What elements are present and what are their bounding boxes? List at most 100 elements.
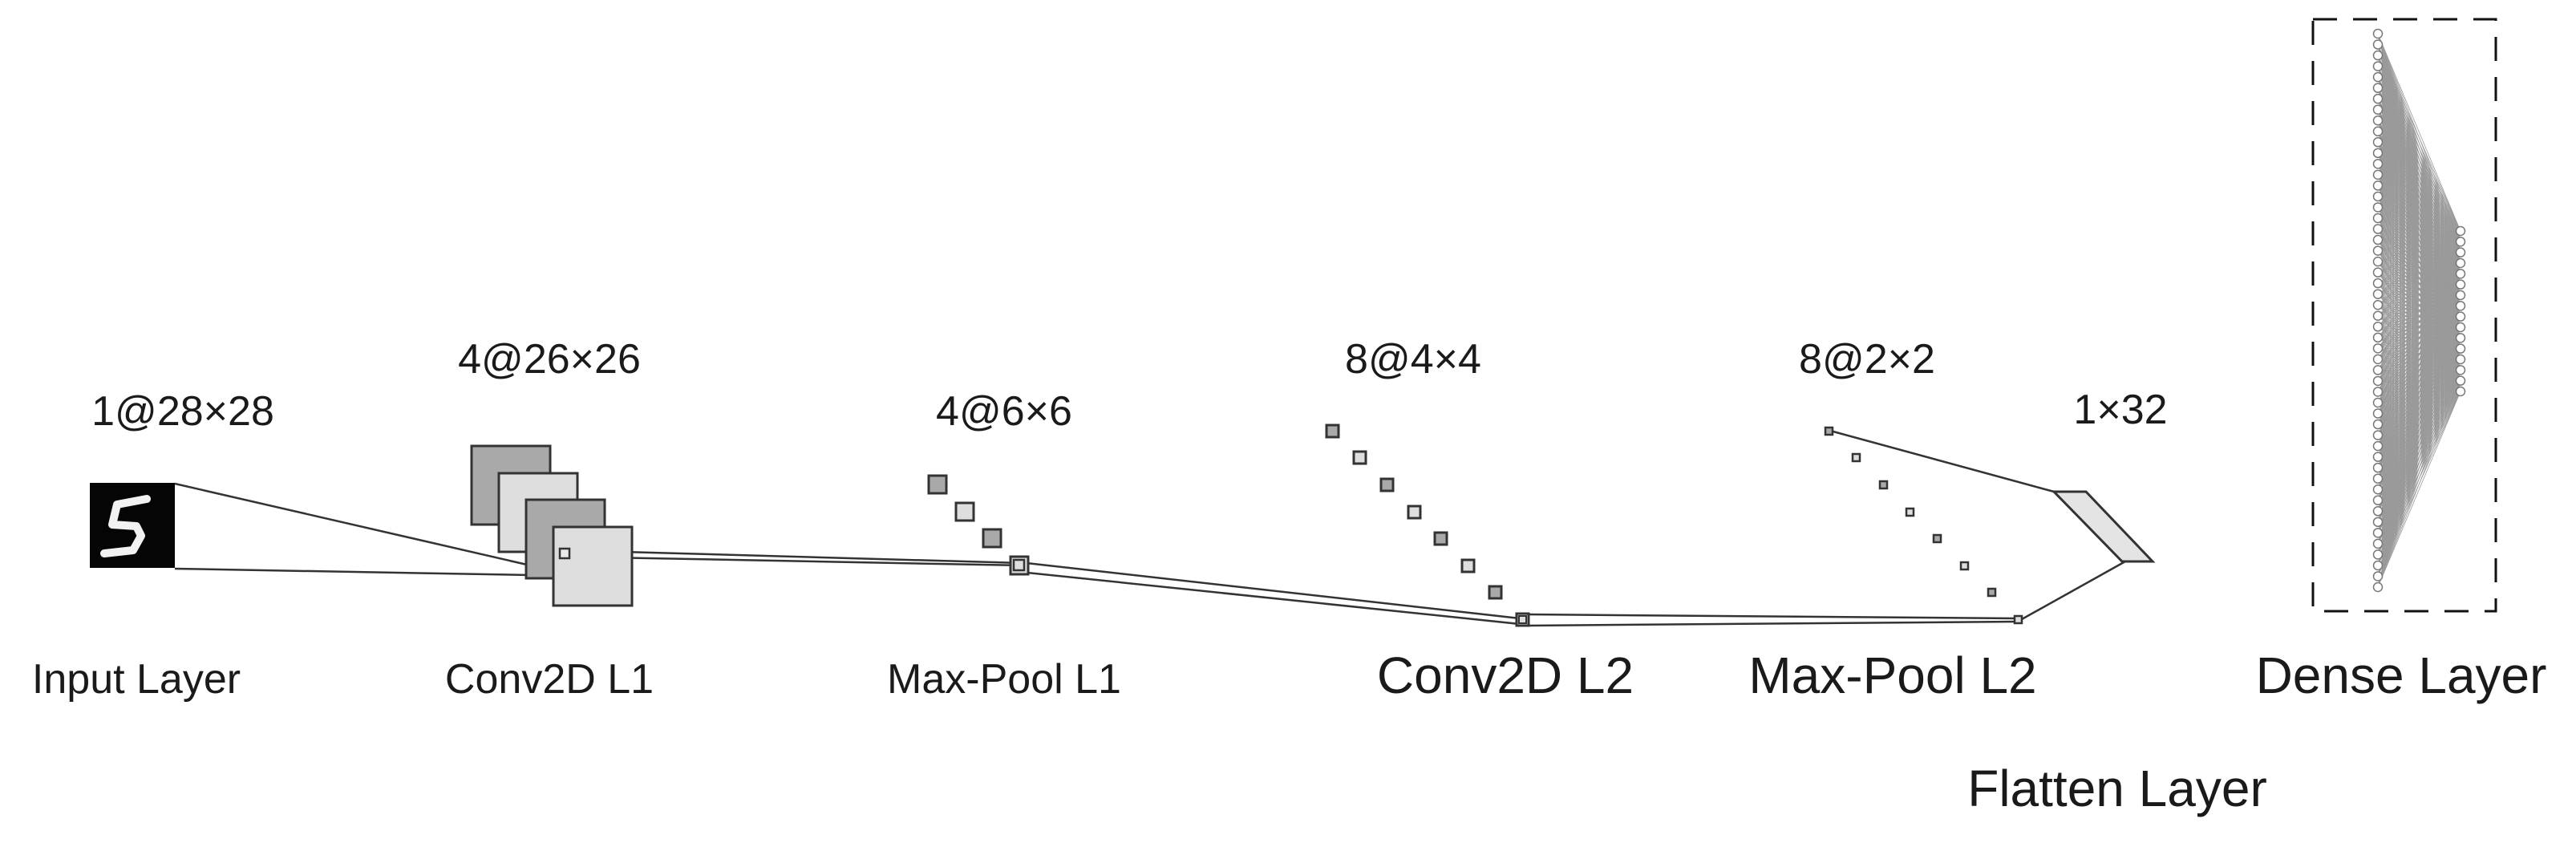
conv2-map-5 <box>1433 531 1448 546</box>
dense-output-neuron <box>2455 354 2466 365</box>
dense-input-neuron <box>2372 571 2384 582</box>
pool1-layer-label: Max-Pool L1 <box>887 656 1121 703</box>
dense-connection-line <box>2377 120 2461 232</box>
pool2-map-3 <box>1878 480 1889 490</box>
dense-input-neuron <box>2372 267 2384 278</box>
dense-input-neuron <box>2372 256 2384 267</box>
conv1-map-4 <box>552 525 634 607</box>
conv1-dims-label: 4@26×26 <box>458 336 641 383</box>
conv1-feature-maps <box>470 444 634 607</box>
dense-connection-line <box>2377 152 2461 232</box>
dense-connection-line <box>2377 76 2461 232</box>
dense-output-neuron <box>2455 386 2466 397</box>
dense-input-neuron <box>2372 397 2384 408</box>
dense-input-neuron <box>2372 528 2384 538</box>
dense-connection-line <box>2377 230 2461 577</box>
dense-output-neuron <box>2455 279 2466 290</box>
dense-input-neuron <box>2372 332 2384 343</box>
connection-lines <box>174 429 2126 627</box>
dense-connection-line <box>2377 230 2461 457</box>
dense-input-neuron <box>2372 365 2384 375</box>
conv2-map-3 <box>1379 477 1395 492</box>
pool2-map-4 <box>1905 507 1915 517</box>
dense-connection-line <box>2377 44 2461 232</box>
dense-connection-line <box>2377 230 2461 251</box>
dense-connection-line <box>2377 230 2461 382</box>
dense-connection-line <box>2377 230 2461 544</box>
dense-input-neuron <box>2372 343 2384 354</box>
dense-input-neuron <box>2372 473 2384 484</box>
dense-connection-line <box>2377 230 2461 274</box>
dense-connection-line <box>2377 230 2461 588</box>
input-to-conv1-line-top <box>174 482 577 578</box>
dense-connection-line <box>2377 230 2461 512</box>
dense-connection-line <box>2377 217 2461 232</box>
dense-output-neuron <box>2455 343 2466 354</box>
digit-five-glyph <box>100 495 151 557</box>
dense-connection-line <box>2377 230 2461 317</box>
flatten-dims-label: 1×32 <box>2073 387 2167 433</box>
dense-connection-line <box>2377 87 2461 232</box>
dense-output-neuron <box>2455 333 2466 343</box>
dense-input-neuron <box>2372 213 2384 224</box>
dense-connection-line <box>2377 230 2461 392</box>
dense-output-neuron <box>2455 311 2466 322</box>
dense-input-neuron <box>2372 517 2384 528</box>
dense-input-neuron <box>2372 93 2384 104</box>
dense-connection-line <box>2377 196 2461 232</box>
dense-layer <box>2311 18 2497 613</box>
dense-connection-line <box>2377 306 2461 588</box>
dense-input-neuron <box>2372 115 2384 126</box>
conv2-map-7 <box>1488 585 1503 600</box>
dense-connection-line <box>2377 109 2461 232</box>
dense-input-neuron <box>2372 538 2384 549</box>
dense-connection-line <box>2377 230 2461 479</box>
dense-input-neuron <box>2372 28 2384 39</box>
dense-layer-frame <box>2311 18 2497 613</box>
dense-input-neuron <box>2372 39 2384 50</box>
dense-output-neuron <box>2455 225 2466 237</box>
dense-input-neuron <box>2372 289 2384 299</box>
dense-input-neuron <box>2372 430 2384 440</box>
dense-connection-line <box>2377 230 2461 500</box>
pool1-map-3 <box>982 528 1002 549</box>
dense-connection-line <box>2377 348 2461 588</box>
dense-input-neuron <box>2372 202 2384 213</box>
dense-input-neuron <box>2372 169 2384 180</box>
dense-input-neuron <box>2372 310 2384 322</box>
dense-connection-line <box>2377 326 2461 588</box>
dense-connection-line <box>2377 230 2461 436</box>
dense-connection-line <box>2377 131 2461 232</box>
dense-connection-line <box>2377 230 2461 533</box>
dense-input-neuron <box>2372 224 2384 234</box>
conv1-kernel-marker <box>558 547 571 560</box>
pool2-map-1 <box>1824 426 1834 436</box>
dense-input-neuron <box>2372 484 2384 495</box>
pool1-to-conv2-line-top <box>1011 560 1521 620</box>
pool2-feature-maps <box>1824 426 2023 625</box>
pool2-map-7 <box>1987 587 1997 598</box>
dense-connection-line <box>2377 230 2461 349</box>
input-dims-label: 1@28×28 <box>91 388 274 435</box>
conv1-to-pool1-line-bottom <box>565 555 1023 567</box>
dense-connection-line <box>2377 230 2461 555</box>
dense-connection-line <box>2377 230 2461 295</box>
dense-output-neuron <box>2455 290 2466 301</box>
dense-connections <box>2377 33 2461 588</box>
dense-connection-line <box>2377 230 2461 262</box>
dense-connection-line <box>2377 230 2461 403</box>
pool1-dims-label: 4@6×6 <box>936 388 1072 435</box>
dense-output-neuron <box>2455 322 2466 333</box>
pool1-map-2 <box>954 501 975 522</box>
dense-connection-line <box>2377 142 2461 232</box>
pool2-map-5 <box>1932 533 1942 544</box>
dense-connection-line <box>2377 230 2461 447</box>
dense-input-neuron <box>2372 83 2384 93</box>
dense-connection-line <box>2377 262 2461 588</box>
dense-output-neuron <box>2455 375 2466 386</box>
dense-input-neuron <box>2372 419 2384 430</box>
dense-input-neuron <box>2372 104 2384 115</box>
conv2-to-pool2-line-bottom <box>1523 620 2018 627</box>
dense-connection-line <box>2377 98 2461 232</box>
